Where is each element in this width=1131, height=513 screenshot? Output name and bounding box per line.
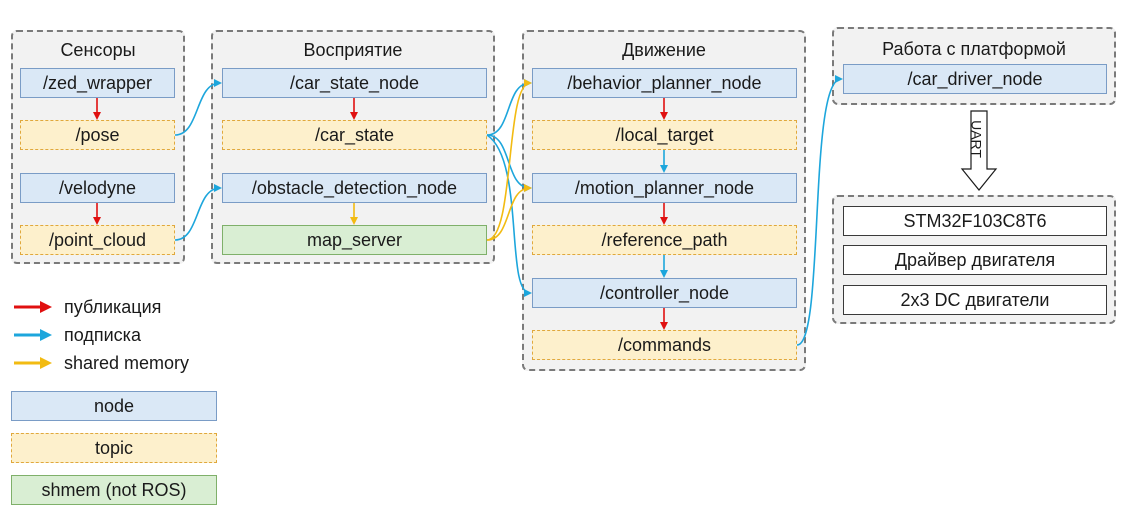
topic-commands[interactable]: /commands xyxy=(532,330,797,360)
group-title-motion: Движение xyxy=(622,40,706,60)
node-velodyne[interactable]: /velodyne xyxy=(20,173,175,203)
hw-motors: 2x3 DC двигатели xyxy=(843,285,1107,315)
edge-car-state-to-controller xyxy=(486,134,532,297)
topic-point-cloud[interactable]: /point_cloud xyxy=(20,225,175,255)
topic-reference-path[interactable]: /reference_path xyxy=(532,225,797,255)
group-title-perception: Восприятие xyxy=(303,40,403,60)
hw-mcu: STM32F103C8T6 xyxy=(843,206,1107,236)
uart-label: UART xyxy=(968,120,984,158)
legend-subscribe-label: подписка xyxy=(64,325,141,345)
group-title-sensors: Сенсоры xyxy=(60,40,136,60)
legend-topic-box: topic xyxy=(11,433,217,463)
group-title-platform: Работа с платформой xyxy=(882,39,1066,59)
node-controller[interactable]: /controller_node xyxy=(532,278,797,308)
topic-car-state[interactable]: /car_state xyxy=(222,120,487,150)
topic-local-target[interactable]: /local_target xyxy=(532,120,797,150)
legend-shared-label: shared memory xyxy=(64,353,190,373)
edge-pose-to-car-state-node xyxy=(174,79,222,136)
node-motion-planner[interactable]: /motion_planner_node xyxy=(532,173,797,203)
edge-car-state-to-motion-planner xyxy=(486,134,532,192)
legend-shmem-box: shmem (not ROS) xyxy=(11,475,217,505)
hw-driver: Драйвер двигателя xyxy=(843,245,1107,275)
shmem-map-server[interactable]: map_server xyxy=(222,225,487,255)
edge-map-server-to-motion-planner xyxy=(486,184,532,241)
legend-publish-label: публикация xyxy=(64,297,162,317)
node-zed-wrapper[interactable]: /zed_wrapper xyxy=(20,68,175,98)
node-obstacle-detection[interactable]: /obstacle_detection_node xyxy=(222,173,487,203)
edge-car-state-to-behavior xyxy=(486,79,532,136)
edge-commands-to-car-driver xyxy=(796,75,843,346)
topic-pose[interactable]: /pose xyxy=(20,120,175,150)
legend-node-box: node xyxy=(11,391,217,421)
uart-arrow-icon xyxy=(960,110,998,191)
node-car-driver[interactable]: /car_driver_node xyxy=(843,64,1107,94)
node-behavior-planner[interactable]: /behavior_planner_node xyxy=(532,68,797,98)
edge-map-server-to-behavior xyxy=(486,79,532,241)
node-car-state[interactable]: /car_state_node xyxy=(222,68,487,98)
edge-point-cloud-to-obstacle xyxy=(174,184,222,241)
